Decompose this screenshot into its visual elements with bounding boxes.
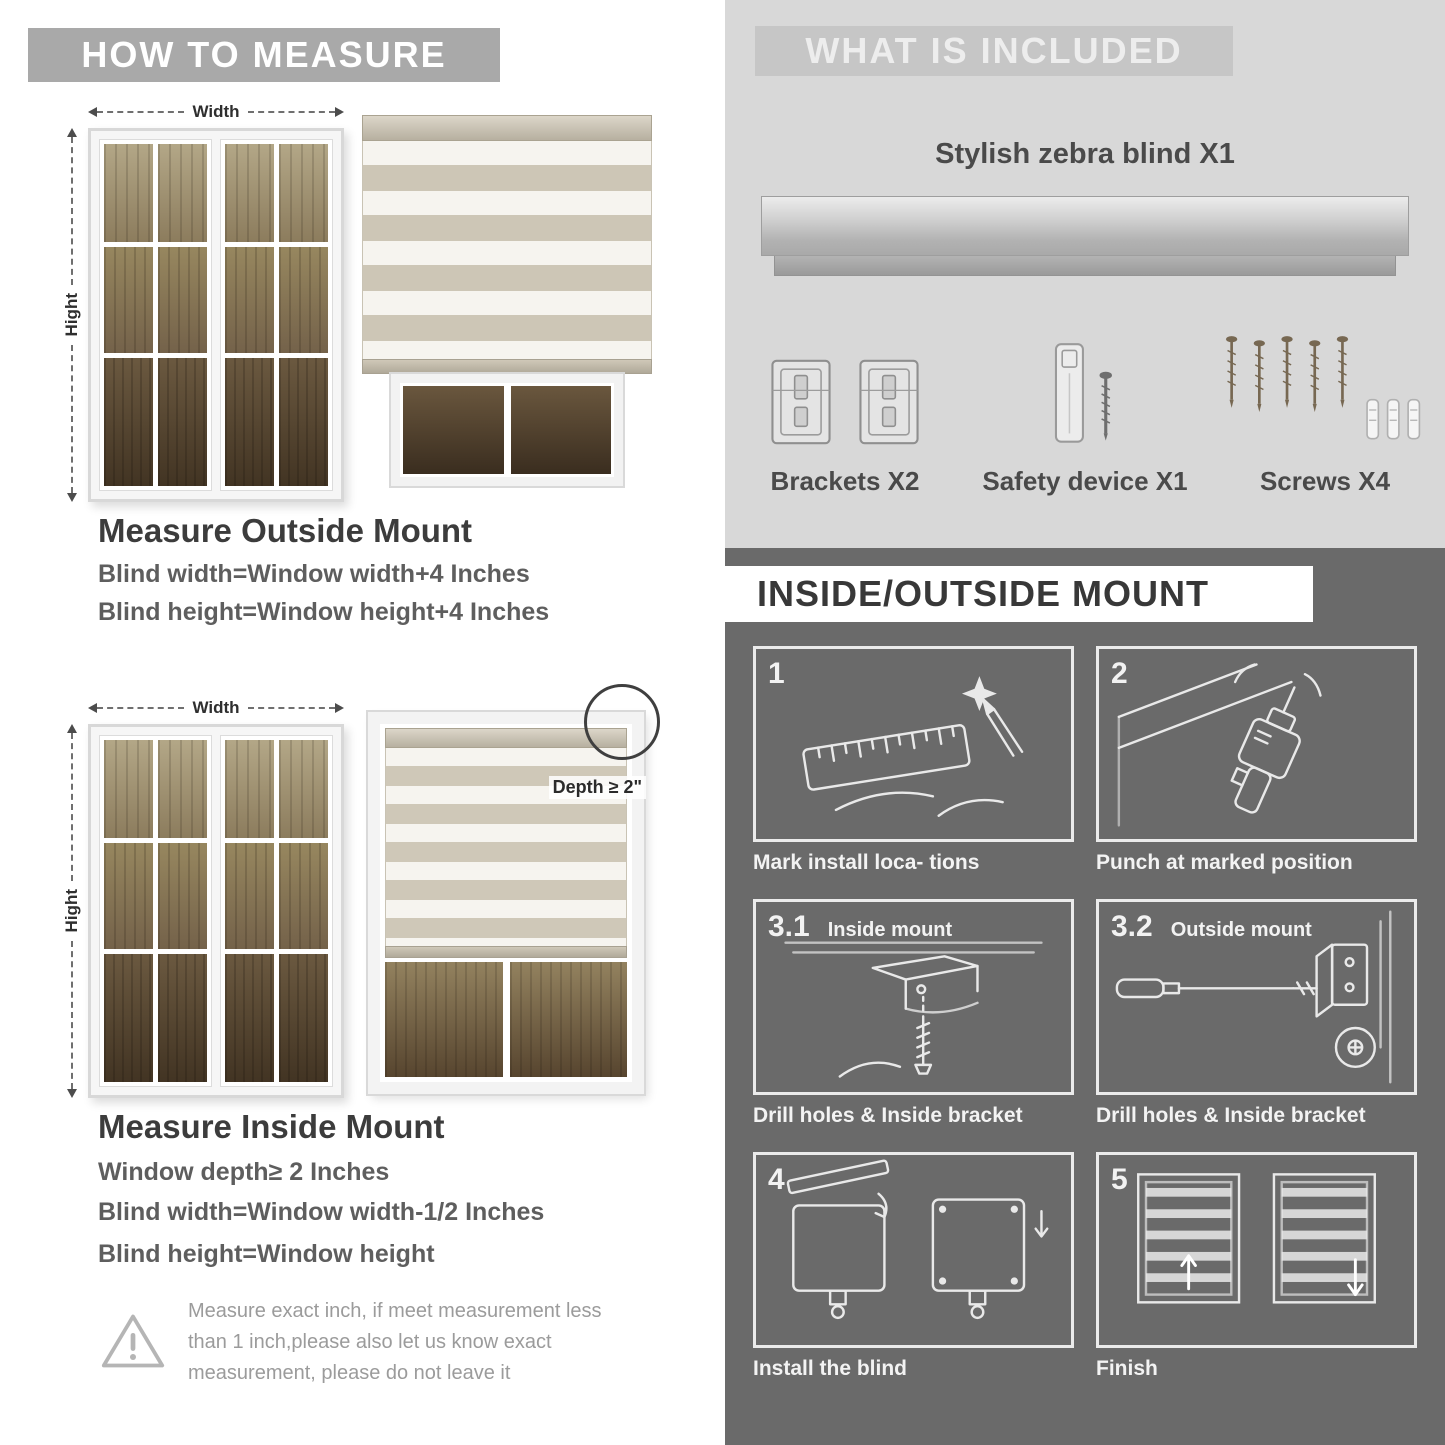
inside-mount-blind-illustration: Depth ≥ 2" bbox=[366, 684, 660, 1096]
what-is-included-header: WHAT IS INCLUDED bbox=[755, 26, 1233, 76]
step-number: 5 bbox=[1111, 1163, 1128, 1196]
step-5: 5 bbox=[1096, 1152, 1417, 1381]
measure-warning: Measure exact inch, if meet measurement … bbox=[100, 1296, 640, 1389]
depth-label: Depth ≥ 2" bbox=[548, 776, 646, 799]
step-title: Outside mount bbox=[1170, 919, 1312, 941]
included-components: Brackets X2 Safety device X1 bbox=[725, 318, 1445, 497]
inside-mount-heading: Measure Inside Mount bbox=[98, 1108, 445, 1145]
screws-label: Screws X4 bbox=[1259, 466, 1391, 496]
brackets-icon bbox=[764, 318, 926, 450]
outside-mount-blind-illustration bbox=[362, 115, 652, 493]
inside-window-illustration: Width Hight bbox=[62, 698, 344, 1098]
finish-icon bbox=[1137, 1173, 1376, 1304]
step-2: 2 bbox=[1096, 646, 1417, 875]
height-arrow-icon: Hight bbox=[62, 724, 82, 1098]
width-arrow-icon: Width bbox=[88, 698, 344, 718]
outside-mount-heading: Measure Outside Mount bbox=[98, 512, 473, 549]
step-caption: Drill holes & Inside bracket bbox=[753, 1104, 1023, 1127]
blind-bottom-rail bbox=[362, 359, 652, 374]
how-to-measure-header: HOW TO MEASURE bbox=[28, 28, 500, 82]
zebra-stripes bbox=[362, 141, 652, 359]
step-number: 2 bbox=[1111, 657, 1128, 690]
outside-height-formula: Blind height=Window height+4 Inches bbox=[98, 598, 550, 626]
mount-steps-grid: 1 Mark instal bbox=[753, 646, 1417, 1381]
width-label: Width bbox=[192, 698, 240, 717]
step-4-panel: 4 bbox=[753, 1152, 1074, 1348]
inside-width-formula: Blind width=Window width-1/2 Inches bbox=[98, 1198, 545, 1226]
step-1-panel: 1 bbox=[753, 646, 1074, 842]
install-blind-icon bbox=[786, 1159, 1049, 1320]
height-arrow-icon: Hight bbox=[62, 128, 82, 502]
step-number: 4 bbox=[768, 1163, 785, 1196]
what-is-included-section: WHAT IS INCLUDED Stylish zebra blind X1 bbox=[725, 0, 1445, 548]
step-3-1: 3.1 Inside mount bbox=[753, 899, 1074, 1128]
step-caption: Mark install loca- tions bbox=[753, 851, 980, 874]
brackets-label: Brackets X2 bbox=[770, 466, 920, 496]
window-below-blind bbox=[362, 372, 652, 488]
blind-cassette bbox=[362, 115, 652, 141]
step-caption: Finish bbox=[1096, 1357, 1158, 1380]
window-frame bbox=[88, 724, 344, 1098]
height-label: Hight bbox=[62, 293, 81, 337]
height-label: Hight bbox=[62, 889, 81, 933]
headrail-illustration bbox=[761, 196, 1409, 276]
step-caption: Drill holes & Inside bracket bbox=[1096, 1104, 1366, 1127]
mark-location-icon bbox=[802, 676, 1024, 817]
drill-icon bbox=[1117, 663, 1322, 827]
outside-bracket-icon bbox=[1115, 910, 1392, 1084]
step-caption: Install the blind bbox=[753, 1357, 908, 1380]
step-number: 3.1 bbox=[768, 910, 810, 943]
safety-device-label: Safety device X1 bbox=[982, 466, 1188, 496]
inside-height-formula: Blind height=Window height bbox=[98, 1240, 435, 1268]
outside-window-illustration: Width Hight bbox=[62, 102, 344, 502]
window-below-blind bbox=[385, 958, 627, 1077]
width-label: Width bbox=[192, 102, 240, 121]
outside-width-formula: Blind width=Window width+4 Inches bbox=[98, 560, 530, 588]
how-to-measure-section: HOW TO MEASURE Width Hight bbox=[28, 28, 660, 1389]
step-3-2-panel: 3.2 Outside mount bbox=[1096, 899, 1417, 1095]
step-caption: Punch at marked position bbox=[1096, 851, 1353, 874]
step-2-panel: 2 bbox=[1096, 646, 1417, 842]
safety-device-icon bbox=[1033, 318, 1137, 450]
product-label: Stylish zebra blind X1 bbox=[935, 138, 1235, 170]
step-3-1-panel: 3.1 Inside mount bbox=[753, 899, 1074, 1095]
inside-depth-rule: Window depth≥ 2 Inches bbox=[98, 1158, 390, 1186]
depth-callout-circle bbox=[584, 684, 660, 760]
window-frame bbox=[88, 128, 344, 502]
step-1: 1 Mark instal bbox=[753, 646, 1074, 875]
blind-bottom-rail bbox=[385, 946, 627, 958]
mount-instructions-section: INSIDE/OUTSIDE MOUNT 1 bbox=[725, 548, 1445, 1445]
step-title: Inside mount bbox=[827, 919, 953, 941]
screws-item: Screws X4 bbox=[1205, 318, 1445, 497]
width-arrow-icon: Width bbox=[88, 102, 344, 122]
warning-text: Measure exact inch, if meet measurement … bbox=[188, 1300, 602, 1384]
brackets-item: Brackets X2 bbox=[725, 318, 965, 497]
step-number: 1 bbox=[768, 657, 785, 690]
warning-triangle-icon bbox=[101, 1314, 165, 1368]
step-5-panel: 5 bbox=[1096, 1152, 1417, 1348]
step-4: 4 bbox=[753, 1152, 1074, 1381]
safety-device-item: Safety device X1 bbox=[965, 318, 1205, 497]
step-3-2: 3.2 Outside mount bbox=[1096, 899, 1417, 1128]
mount-header: INSIDE/OUTSIDE MOUNT bbox=[725, 566, 1313, 622]
inside-bracket-icon bbox=[784, 941, 1043, 1078]
step-number: 3.2 bbox=[1111, 910, 1153, 943]
screws-icon bbox=[1217, 318, 1433, 450]
